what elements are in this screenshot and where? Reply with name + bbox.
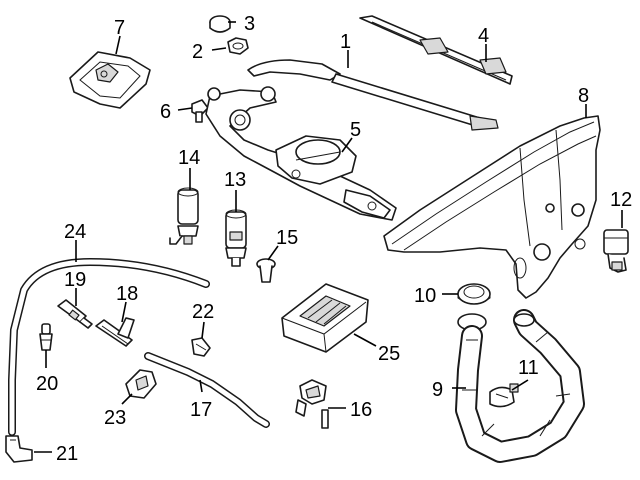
part-24-hose[interactable]: [8, 258, 210, 436]
callout-9: 9: [432, 379, 443, 401]
part-4-wiper-blade[interactable]: [359, 15, 513, 85]
callout-25: 25: [378, 343, 400, 365]
part-5-wiper-linkage-motor[interactable]: [205, 86, 397, 221]
callout-18: 18: [116, 283, 138, 305]
callout-10: 10: [414, 285, 436, 307]
callout-24: 24: [64, 221, 86, 243]
callout-13: 13: [224, 169, 246, 191]
callout-20: 20: [36, 373, 58, 395]
part-12-level-sensor[interactable]: [603, 229, 629, 273]
callout-19: 19: [64, 269, 86, 291]
callout-2: 2: [192, 41, 203, 63]
callout-6: 6: [160, 101, 171, 123]
callout-22: 22: [192, 301, 214, 323]
part-21-elbow[interactable]: [5, 435, 33, 463]
part-14-washer-pump[interactable]: [169, 187, 199, 245]
part-9-filler-neck[interactable]: [455, 309, 585, 463]
part-23-bracket[interactable]: [125, 369, 157, 399]
part-15-grommet[interactable]: [256, 258, 276, 283]
part-16-washer-nozzle[interactable]: [295, 379, 329, 429]
callout-3: 3: [244, 13, 255, 35]
part-8-washer-reservoir[interactable]: [383, 115, 601, 299]
part-13-washer-pump[interactable]: [225, 209, 247, 267]
part-18-t-connector[interactable]: [95, 317, 135, 347]
part-11-clamp[interactable]: [489, 383, 519, 408]
part-2-nut[interactable]: [227, 37, 249, 55]
part-1-wiper-arm[interactable]: [247, 59, 499, 131]
part-17-hose[interactable]: [144, 352, 270, 428]
part-19-connector[interactable]: [57, 299, 93, 329]
part-25-control-module[interactable]: [281, 283, 369, 353]
part-20-valve[interactable]: [39, 323, 53, 351]
callout-5: 5: [350, 119, 361, 141]
callout-7: 7: [114, 17, 125, 39]
callout-labels: 1 2 3 4 5 6 7 8 9 10 11 12 13 14 15 16 1…: [36, 13, 632, 465]
callout-11: 11: [518, 357, 539, 379]
callout-23: 23: [104, 407, 126, 429]
part-10-filler-cap[interactable]: [457, 283, 491, 305]
leader-lines: [34, 21, 623, 453]
part-22-clip[interactable]: [191, 337, 211, 357]
part-7-cover[interactable]: [69, 51, 151, 109]
callout-17: 17: [190, 399, 212, 421]
part-3-cap[interactable]: [209, 15, 231, 33]
callout-16: 16: [350, 399, 372, 421]
callout-4: 4: [478, 25, 489, 47]
callout-12: 12: [610, 189, 632, 211]
part-6-bolt[interactable]: [191, 99, 209, 123]
callout-15: 15: [276, 227, 298, 249]
callout-8: 8: [578, 85, 589, 107]
callout-21: 21: [56, 443, 78, 465]
callout-1: 1: [340, 31, 351, 53]
callout-14: 14: [178, 147, 200, 169]
